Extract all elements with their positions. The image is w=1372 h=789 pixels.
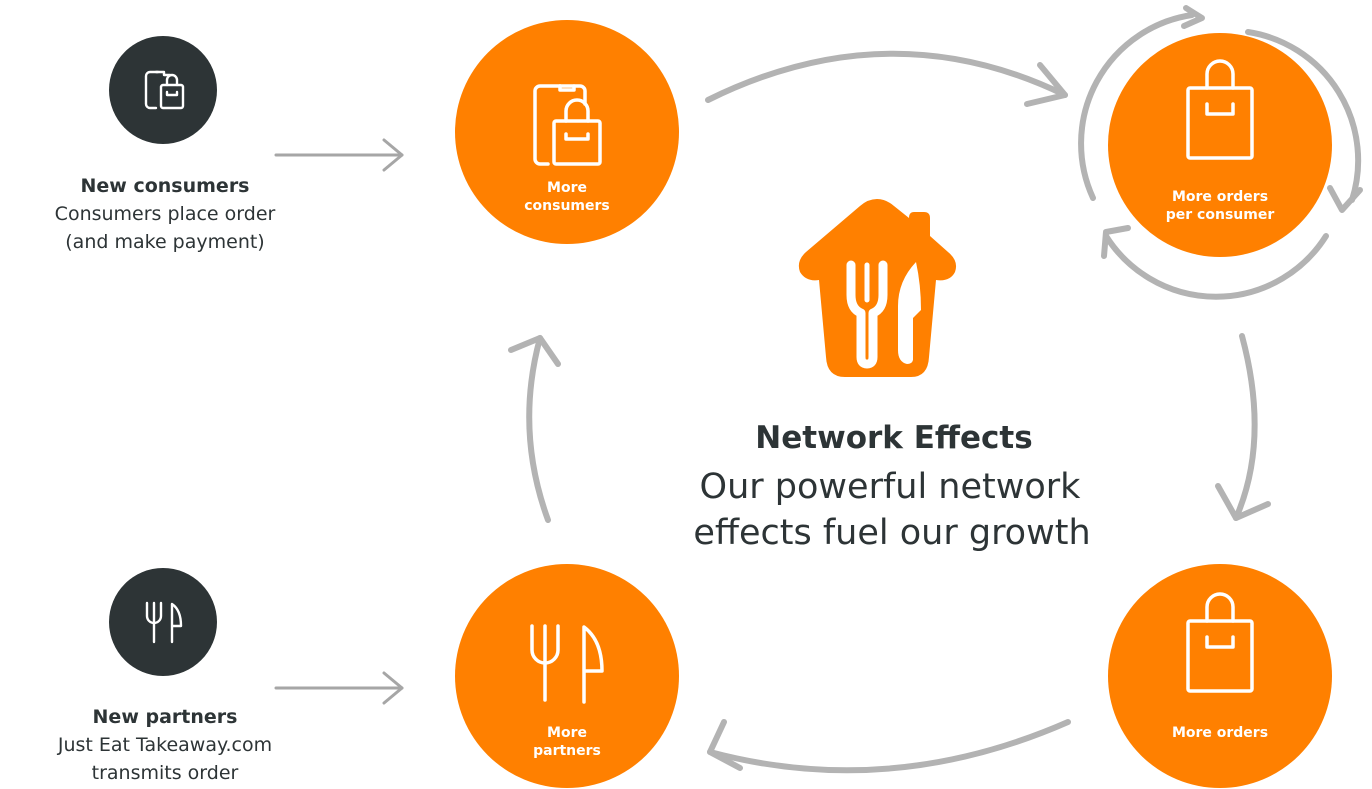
node-more-orders-per-consumer-label-line2: per consumer — [1166, 207, 1275, 223]
node-more-partners: More partners — [455, 564, 679, 788]
fork-knife-icon — [145, 601, 183, 644]
node-more-orders-per-consumer-circle — [1108, 33, 1332, 257]
node-more-consumers-label-line2: consumers — [524, 198, 610, 214]
house-fork-knife-logo — [798, 199, 957, 377]
node-more-orders-label: More orders — [1172, 725, 1268, 741]
node-more-orders-circle — [1108, 564, 1332, 788]
cycle-arrow-to-more-orders — [1215, 333, 1271, 521]
center-text-line2: effects fuel our growth — [693, 513, 1090, 553]
house-logo-shape — [798, 199, 957, 377]
node-more-orders: More orders — [1108, 564, 1332, 788]
new-consumers-title: New consumers — [81, 175, 250, 197]
node-more-partners-label-line2: partners — [533, 743, 601, 759]
node-more-orders-per-consumer: More orders per consumer — [1108, 33, 1332, 257]
node-more-consumers-circle — [455, 20, 679, 244]
new-consumers-arrow — [274, 138, 404, 172]
shopping-bag-icon — [1186, 59, 1254, 160]
repeat-loop-arrows — [1078, 5, 1363, 300]
cycle-arrow-consumers-to-orders-per-consumer — [705, 50, 1068, 107]
new-partners-line1: Just Eat Takeaway.com — [57, 734, 272, 756]
node-more-orders-per-consumer-label-line1: More orders — [1172, 189, 1268, 205]
new-partners-input: New partners Just Eat Takeaway.com trans… — [57, 568, 272, 784]
center-title: Network Effects — [755, 420, 1032, 456]
shopping-bag-icon — [1186, 592, 1254, 693]
new-consumers-line2: (and make payment) — [65, 231, 264, 253]
new-consumers-line1: Consumers place order — [55, 203, 276, 225]
new-partners-line2: transmits order — [92, 762, 239, 784]
new-partners-title: New partners — [93, 706, 238, 728]
new-consumers-input: New consumers Consumers place order (and… — [55, 36, 276, 253]
node-more-partners-label-line1: More — [547, 725, 587, 741]
new-consumers-icon-badge — [109, 36, 217, 144]
node-more-partners-circle — [455, 564, 679, 788]
logo-fork-knife — [846, 260, 921, 369]
cycle-arrow-orders-to-partners — [707, 719, 1071, 774]
node-more-consumers-label-line1: More — [547, 180, 587, 196]
phone-shopping-bag-icon — [144, 70, 185, 110]
new-partners-arrow — [274, 671, 404, 705]
node-more-consumers: More consumers — [455, 20, 679, 244]
cycle-arrow-partners-to-consumers — [508, 335, 561, 523]
center-text-line1: Our powerful network — [700, 467, 1082, 507]
fork-knife-icon — [530, 624, 604, 704]
new-partners-icon-badge — [109, 568, 217, 676]
phone-shopping-bag-icon — [533, 84, 602, 166]
